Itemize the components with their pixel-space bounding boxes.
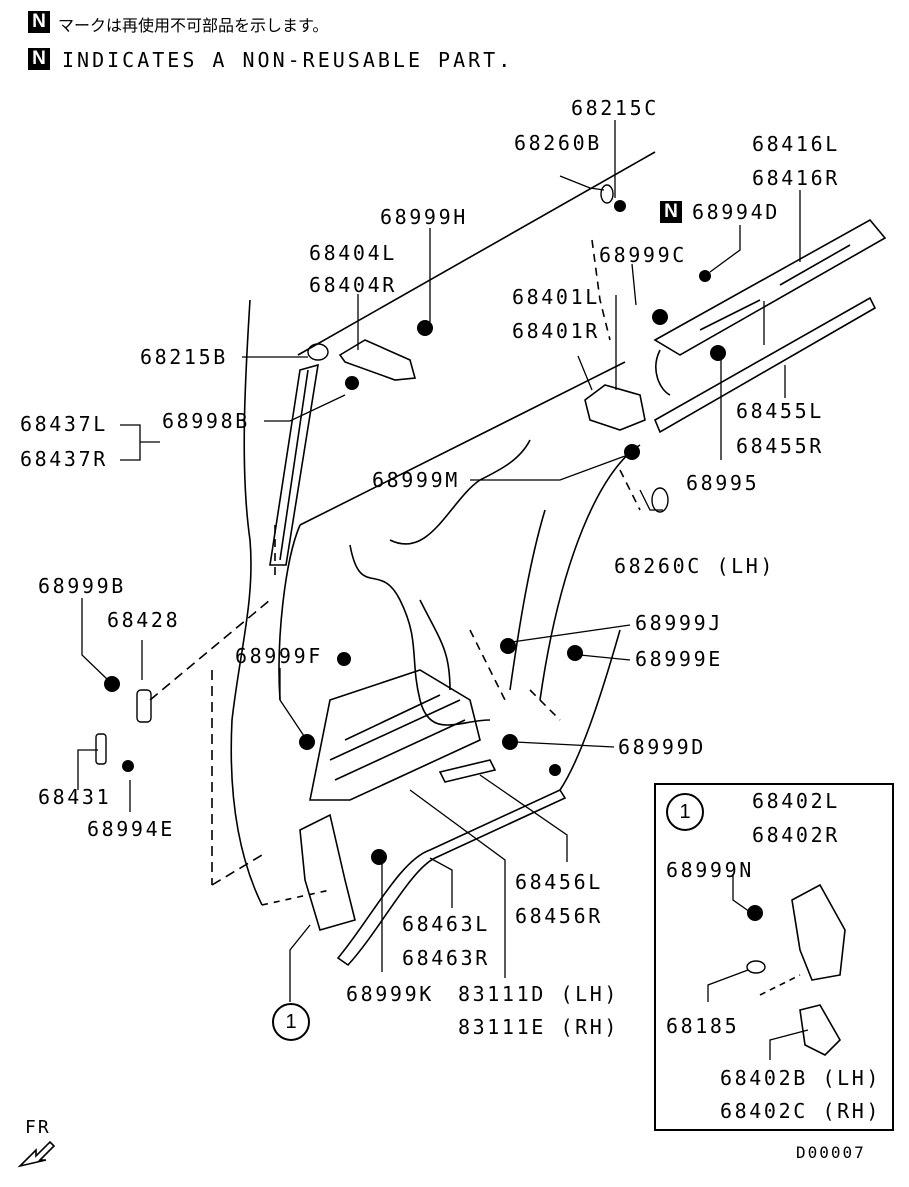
part-label: 68428 [107, 608, 181, 632]
part-label: 68404R [309, 273, 397, 297]
part-label: 68999C [599, 243, 687, 267]
part-label: 68456R [515, 904, 603, 928]
part-label: 68404L [309, 241, 397, 265]
callout-marker: 1 [272, 1003, 310, 1041]
part-label: 68995 [686, 471, 760, 495]
part-label: 68994E [87, 817, 175, 841]
part-label: 68215C [571, 96, 659, 120]
part-label: 68401L [512, 285, 600, 309]
part-label: 68260C (LH) [614, 554, 776, 578]
part-label: 68455R [736, 434, 824, 458]
non-reusable-mark-icon: N [660, 201, 682, 223]
front-direction-label: FR [25, 1117, 51, 1138]
part-label: 68402C (RH) [720, 1099, 882, 1123]
part-label: 68260B [514, 131, 602, 155]
non-reusable-mark-icon: N [28, 48, 50, 70]
part-label: 68999H [380, 205, 468, 229]
part-label: 68455L [736, 399, 824, 423]
part-label: 68416R [752, 166, 840, 190]
diagram-code: D00007 [796, 1143, 866, 1162]
note-english: INDICATES A NON-REUSABLE PART. [62, 48, 514, 72]
part-label: 68431 [38, 785, 112, 809]
part-label: 83111D (LH) [458, 982, 620, 1006]
part-label: 68402R [752, 823, 840, 847]
inset-callout-marker: 1 [666, 793, 704, 831]
part-label: 68437L [20, 412, 108, 436]
front-arrow-icon [17, 1140, 56, 1168]
part-label: 68401R [512, 319, 600, 343]
part-label: 68437R [20, 447, 108, 471]
part-label: 68402B (LH) [720, 1066, 882, 1090]
part-label: 68215B [140, 345, 228, 369]
part-label: 83111E (RH) [458, 1015, 620, 1039]
part-label: 68402L [752, 789, 840, 813]
part-label: 68998B [162, 409, 250, 433]
part-label: 68999K [346, 982, 434, 1006]
detail-inset: 1 [654, 783, 894, 1131]
part-label: 68463L [402, 912, 490, 936]
part-label: 68999J [635, 611, 723, 635]
part-label: 68185 [666, 1014, 740, 1038]
part-label: 68463R [402, 946, 490, 970]
part-label: 68999E [635, 647, 723, 671]
non-reusable-mark-icon: N [28, 11, 50, 33]
part-label: 68994D [692, 200, 780, 224]
part-label: 68999M [372, 468, 460, 492]
part-label: 68999D [618, 735, 706, 759]
part-label: 68999F [235, 644, 323, 668]
part-label: 68999B [38, 574, 126, 598]
note-japanese: マークは再使用不可部品を示します。 [58, 16, 329, 35]
part-label: 68999N [666, 858, 754, 882]
part-label: 68456L [515, 870, 603, 894]
part-label: 68416L [752, 132, 840, 156]
